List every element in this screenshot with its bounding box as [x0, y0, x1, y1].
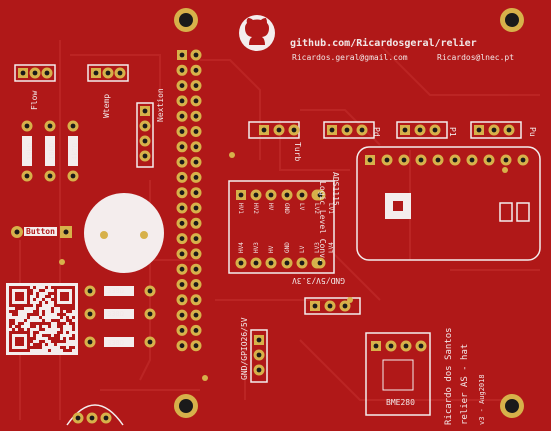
llc-pin-bottom-1: HV3	[253, 242, 260, 253]
llc-pin-bottom-4: LV	[299, 245, 306, 253]
mounting-holes	[174, 8, 524, 418]
flow-label: Flow	[30, 90, 39, 110]
bme280-outline	[365, 332, 431, 416]
resistor-label-2: 10kΩ	[48, 143, 56, 160]
buzzer-outline	[84, 193, 164, 273]
pu-label: Pu	[528, 127, 537, 137]
resistor-label-3: 4k7Ω	[71, 143, 79, 160]
nextion-label: Nextion	[156, 88, 165, 122]
github-icon	[239, 15, 275, 51]
button-label[interactable]: Button	[24, 227, 57, 236]
resistor-h-label-2: 330Ω	[107, 310, 124, 318]
llc-pin-top-5: LV2	[313, 203, 320, 214]
llc-pin-top-6: LV1	[327, 203, 334, 214]
wtemp-label: Wtemp	[102, 93, 111, 118]
llc-pin-bottom-2: HV	[268, 245, 275, 253]
qr-code	[6, 283, 78, 355]
p1-label: P1	[448, 127, 457, 137]
llc-pin-top-0: HV1	[237, 203, 244, 214]
llc-pin-top-4: LV	[298, 203, 305, 211]
project-label: relier AS - hat	[460, 343, 470, 425]
gpio-40-pin-header	[176, 49, 202, 352]
gpio26-label: GND/GPIO26/5V	[240, 317, 249, 380]
ads1115-outline	[356, 146, 541, 261]
resistor-h-label-1: 330Ω	[107, 287, 124, 295]
llc-pin-top-3: GND	[283, 203, 290, 214]
power-label: GND/5V/3.3V	[292, 276, 345, 285]
llc-pin-top-2: HV	[267, 203, 274, 211]
author-label: Ricardo dos Santos	[444, 327, 454, 425]
resistor-label-1: 10kΩ	[26, 143, 34, 160]
bme280-label: BME280	[386, 398, 415, 407]
llc-pin-bottom-0: HV4	[238, 242, 245, 253]
llc-pin-top-1: HV2	[252, 203, 259, 214]
github-url[interactable]: github.com/Ricardosgeral/relier	[290, 38, 477, 49]
version-label: v3 - Aug2018	[478, 374, 486, 425]
resistor-h-label-3: 330Ω	[107, 339, 124, 347]
email-gmail[interactable]: Ricardos.geral@gmail.com	[292, 53, 408, 62]
llc-outline	[228, 180, 335, 274]
pd-label: Pd	[372, 127, 381, 137]
llc-pin-bottom-6: LV4	[328, 242, 335, 253]
llc-pin-bottom-5: LV3	[314, 242, 321, 253]
llc-pin-bottom-3: GND	[284, 242, 291, 253]
vertical-resistors	[22, 136, 78, 166]
adc-label: ADS1115	[331, 172, 340, 206]
turb-label: Turb	[293, 142, 302, 162]
email-lnec[interactable]: Ricardos@lnec.pt	[437, 53, 515, 62]
